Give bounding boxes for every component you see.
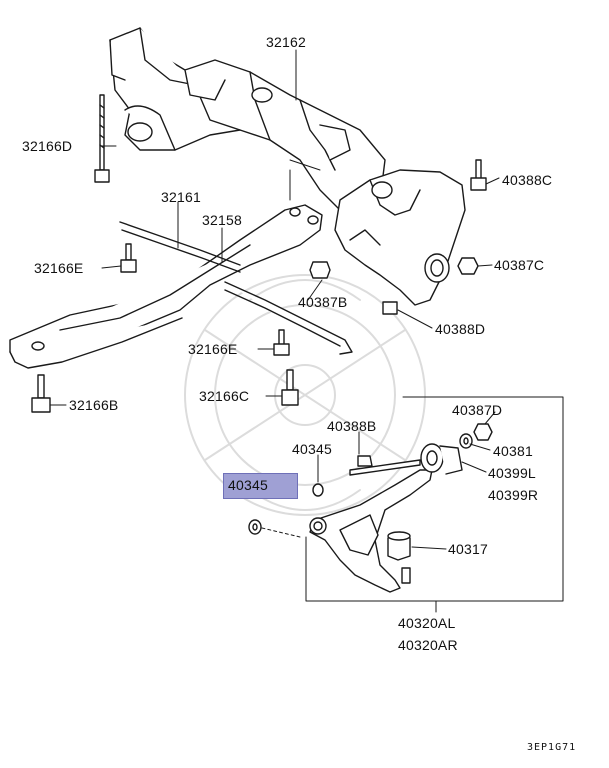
bolt-40388C	[470, 159, 487, 191]
part-label-32162[interactable]: 32162	[266, 34, 306, 50]
bolt-32166E-upper	[120, 243, 137, 273]
part-label-40387C[interactable]: 40387C	[494, 257, 545, 273]
crossmember-part	[109, 27, 386, 216]
part-label-32161[interactable]: 32161	[161, 189, 201, 205]
part-label-32166C[interactable]: 32166C	[199, 388, 250, 404]
part-label-40399R[interactable]: 40399R	[488, 487, 539, 503]
watermark-emblem	[184, 274, 426, 516]
part-label-40317[interactable]: 40317	[448, 541, 488, 557]
nut-40387C	[457, 257, 479, 275]
part-label-40345[interactable]: 40345	[292, 441, 332, 457]
nut-40387D	[473, 423, 493, 441]
part-label-40399L[interactable]: 40399L	[488, 465, 536, 481]
washer-40345-upper	[312, 483, 324, 497]
part-label-40320AR[interactable]: 40320AR	[398, 637, 458, 653]
assembly-bracket	[305, 396, 564, 613]
part-label-40388C[interactable]: 40388C	[502, 172, 553, 188]
part-label-40388D[interactable]: 40388D	[435, 321, 486, 337]
stay-bar-part	[119, 221, 353, 355]
part-label-32166E[interactable]: 32166E	[34, 260, 84, 276]
selected-part-highlight	[223, 473, 298, 499]
nut-40387B	[309, 261, 331, 279]
bolt-40388B	[349, 455, 421, 476]
front-member-part	[9, 204, 323, 369]
part-label-32158[interactable]: 32158	[202, 212, 242, 228]
bolt-32166E-lower	[273, 329, 290, 356]
bolt-32166C	[281, 369, 299, 406]
washer-40345-lower	[248, 519, 262, 535]
bushing-40317	[387, 531, 411, 561]
part-label-40345-selected[interactable]: 40345	[228, 477, 268, 493]
bolt-40388D	[382, 301, 398, 315]
long-bolt-32166D	[94, 94, 110, 183]
leader-lines	[49, 49, 500, 406]
part-label-40387D[interactable]: 40387D	[452, 402, 503, 418]
knuckle-part	[334, 169, 466, 306]
arm-leader-lines	[261, 411, 496, 550]
part-label-40381[interactable]: 40381	[493, 443, 533, 459]
part-label-40388B[interactable]: 40388B	[327, 418, 377, 434]
part-label-32166B[interactable]: 32166B	[69, 397, 119, 413]
diagram-code: 3EP1G71	[527, 742, 577, 753]
bolt-32166B	[31, 374, 51, 413]
washer-40381	[459, 433, 473, 449]
part-label-40387B[interactable]: 40387B	[298, 294, 348, 310]
part-label-32166E[interactable]: 32166E	[188, 341, 238, 357]
lower-arm-part	[309, 469, 433, 593]
part-label-40320AL[interactable]: 40320AL	[398, 615, 456, 631]
bushing-40399	[420, 443, 463, 475]
part-label-32166D[interactable]: 32166D	[22, 138, 73, 154]
